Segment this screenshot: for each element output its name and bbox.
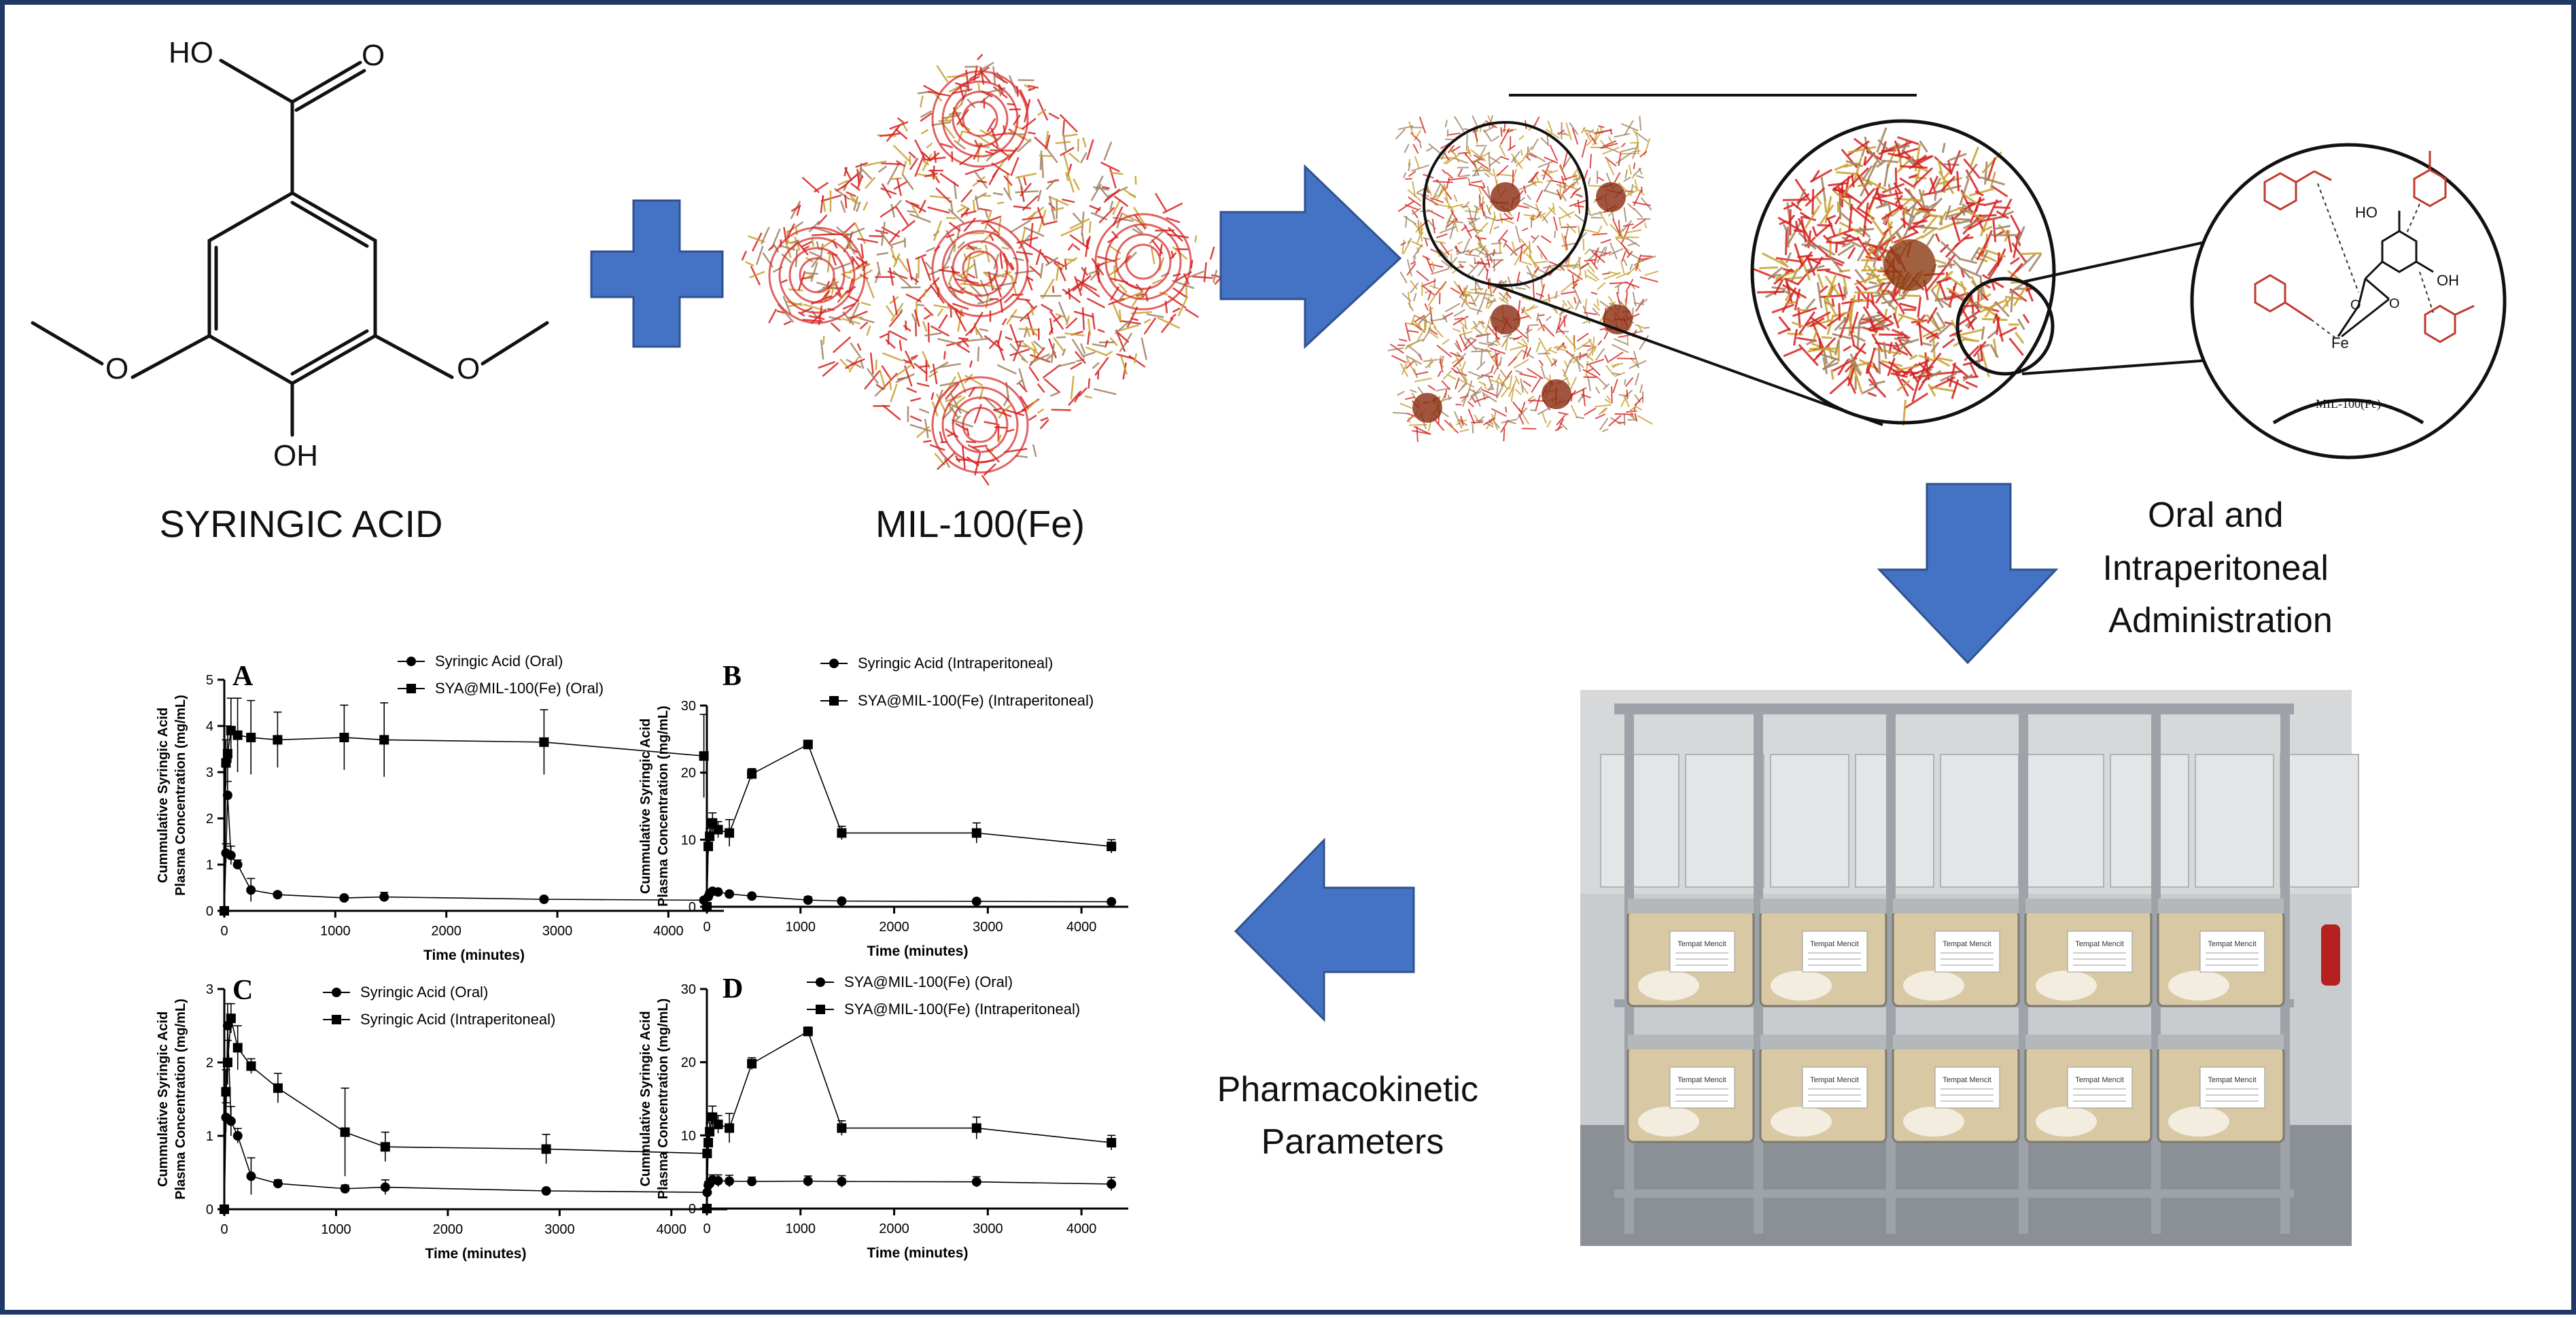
border-frame [0, 0, 2576, 1315]
graphical-abstract: HO O O O OH SYRINGIC ACID MIL-100(Fe) OH [0, 0, 2576, 1315]
